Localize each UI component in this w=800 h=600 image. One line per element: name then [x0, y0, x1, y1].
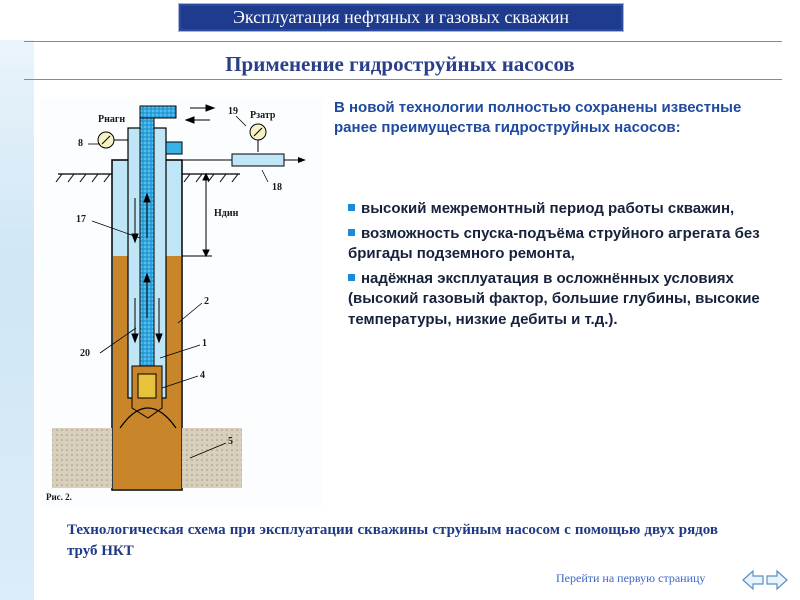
- advantages-list: высокий межремонтный период работы скваж…: [348, 199, 768, 334]
- label-19: 19: [228, 106, 238, 117]
- label-h-din: Ндин: [214, 208, 239, 219]
- figure-caption: Технологическая схема при эксплуатации с…: [67, 522, 718, 559]
- formation-right: [182, 428, 242, 488]
- header-title: Эксплуатация нефтяных и газовых скважин: [232, 7, 570, 27]
- packer: [119, 407, 177, 429]
- label-18: 18: [272, 182, 282, 193]
- first-page-link[interactable]: Перейти на первую страницу: [556, 571, 706, 585]
- list-item: высокий межремонтный период работы скваж…: [348, 199, 768, 220]
- label-4: 4: [200, 370, 205, 381]
- slide-navigation: [742, 568, 788, 592]
- bullet-square-icon: [348, 273, 355, 281]
- label-17: 17: [76, 214, 86, 225]
- annulus-outlet: [165, 141, 183, 155]
- list-item: надёжная эксплуатация в осложнённых усло…: [348, 269, 760, 328]
- injection-line: [139, 105, 177, 119]
- pressure-gauge-injection: [97, 131, 128, 149]
- label-8: 8: [78, 138, 83, 149]
- leader-lines: [88, 115, 269, 459]
- inner-tubing: [139, 105, 155, 397]
- bullet-square-icon: [348, 228, 355, 236]
- page-title: Применение гидроструйных насосов: [225, 52, 575, 76]
- label-2: 2: [204, 296, 209, 307]
- decorative-left-band: [0, 40, 34, 600]
- arrow-left-icon[interactable]: [742, 568, 764, 592]
- well-diagram: Рнагн Рзатр Ндин 8 19 18 17 2 1 20 4 5 Р…: [40, 98, 322, 508]
- arrow-right-icon[interactable]: [766, 568, 788, 592]
- ground-surface: [55, 173, 240, 183]
- list-item: возможность спуска-подъёма струйного агр…: [348, 224, 760, 262]
- intro-text: В новой технологии полностью сохранены и…: [334, 99, 742, 136]
- label-p-zatr: Рзатр: [250, 110, 276, 121]
- pressure-gauge-annulus: [182, 123, 306, 167]
- label-1: 1: [202, 338, 207, 349]
- label-p-nagn: Рнагн: [98, 114, 125, 125]
- h-din-dimension: [182, 172, 212, 258]
- well-diagram-svg: Рнагн Рзатр Ндин 8 19 18 17 2 1 20 4 5 Р…: [46, 104, 306, 502]
- figure-number: Рис. 2.: [46, 492, 72, 502]
- label-20: 20: [80, 348, 90, 359]
- header-rule: [24, 41, 782, 42]
- header-bar: Эксплуатация нефтяных и газовых скважин: [178, 3, 624, 32]
- pump-nozzle: [137, 373, 157, 399]
- label-5: 5: [228, 436, 233, 447]
- formation-left: [52, 428, 112, 488]
- title-rule: [24, 79, 782, 80]
- bullet-square-icon: [348, 204, 355, 211]
